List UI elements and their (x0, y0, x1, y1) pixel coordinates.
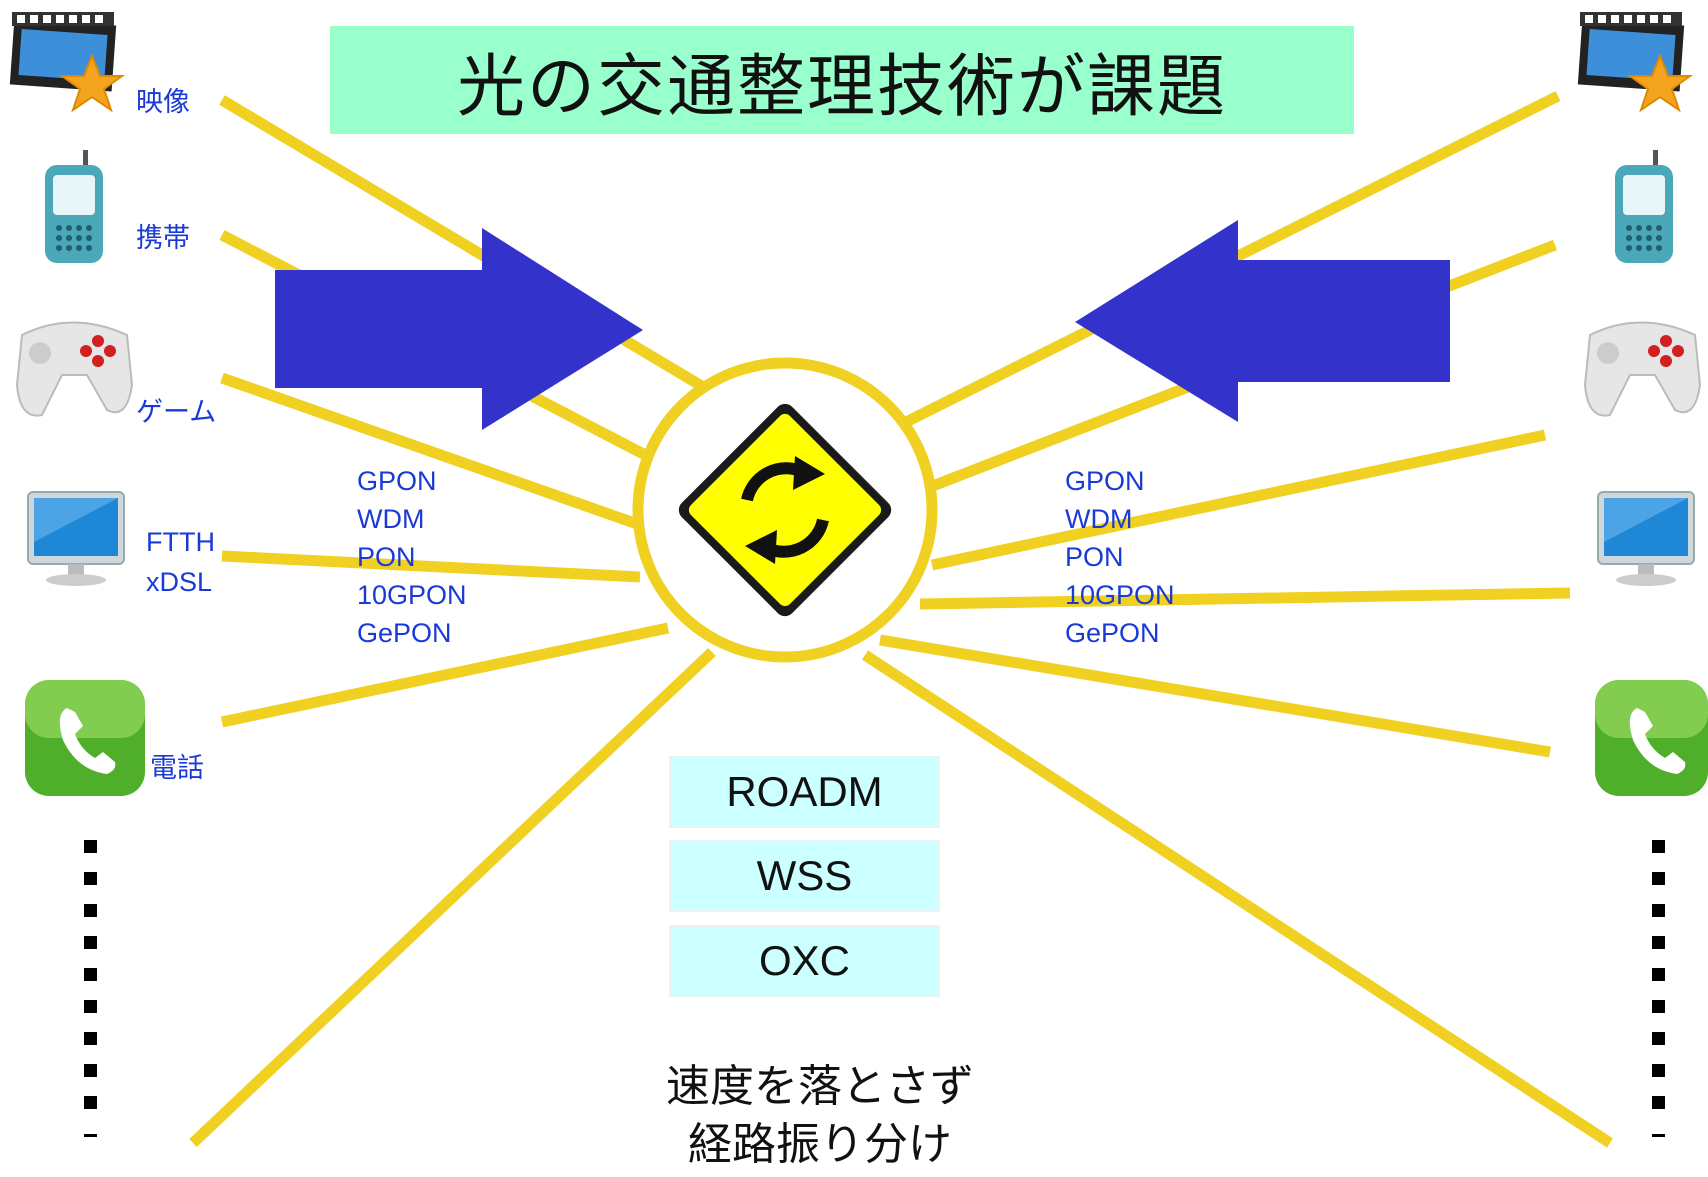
protocol-item: PON (357, 542, 416, 572)
fiber-line-right-pc (919, 587, 1571, 610)
fiber-line-left-bottom (189, 648, 716, 1147)
page-title: 光の交通整理技術が課題 (456, 47, 1227, 127)
caption-line-2: 経路振り分け (688, 1119, 952, 1170)
label-xdsl: xDSL (146, 567, 213, 597)
protocol-item: 10GPON (357, 580, 467, 610)
ellipsis-dots-icon (84, 840, 97, 1137)
mobile-phone-icon (1615, 150, 1673, 263)
label-game: ゲーム (136, 397, 217, 427)
tech-box-oxc: OXC (669, 925, 940, 997)
protocol-item: WDM (357, 504, 425, 534)
fiber-lines (189, 91, 1614, 1148)
fiber-line-left-pc (221, 550, 641, 583)
protocol-item: GePON (1065, 618, 1160, 648)
ellipsis-dots-icon (1652, 840, 1665, 1137)
protocol-item: WDM (1065, 504, 1133, 534)
label-ftth: FTTH (146, 527, 215, 557)
title-box: 光の交通整理技術が課題 (330, 26, 1354, 134)
label-phone: 電話 (150, 753, 204, 783)
fiber-line-left-phone (220, 622, 670, 728)
label-video: 映像 (136, 87, 190, 117)
protocol-item: GPON (1065, 466, 1145, 496)
monitor-icon (27, 491, 125, 586)
caption: 速度を落とさず 経路振り分け (600, 1058, 1040, 1174)
fiber-line-right-bottom (861, 650, 1614, 1148)
monitor-icon (1597, 491, 1695, 586)
caption-line-1: 速度を落とさず (666, 1061, 974, 1112)
phone-app-icon (1595, 680, 1708, 796)
roundabout-sign-icon (678, 403, 892, 617)
arrow-left-icon (1075, 220, 1450, 422)
protocol-item: 10GPON (1065, 580, 1175, 610)
protocol-list-right: GPON WDM PON 10GPON GePON (1065, 462, 1175, 652)
protocol-item: PON (1065, 542, 1124, 572)
tech-box-wss: WSS (669, 840, 940, 912)
star-icon (58, 53, 126, 113)
game-controller-icon (1583, 321, 1702, 417)
protocol-list-left: GPON WDM PON 10GPON GePON (357, 462, 467, 652)
game-controller-icon (15, 321, 134, 417)
protocol-item: GPON (357, 466, 437, 496)
arrow-right-icon (275, 228, 643, 430)
phone-app-icon (25, 680, 145, 796)
star-icon (1626, 53, 1694, 113)
fiber-line-left-game (220, 372, 642, 531)
fiber-line-right-game (930, 429, 1547, 571)
mobile-phone-icon (45, 150, 103, 263)
label-mobile: 携帯 (136, 223, 190, 253)
tech-box-roadm: ROADM (669, 756, 940, 828)
protocol-item: GePON (357, 618, 452, 648)
fiber-line-right-phone (879, 634, 1551, 758)
